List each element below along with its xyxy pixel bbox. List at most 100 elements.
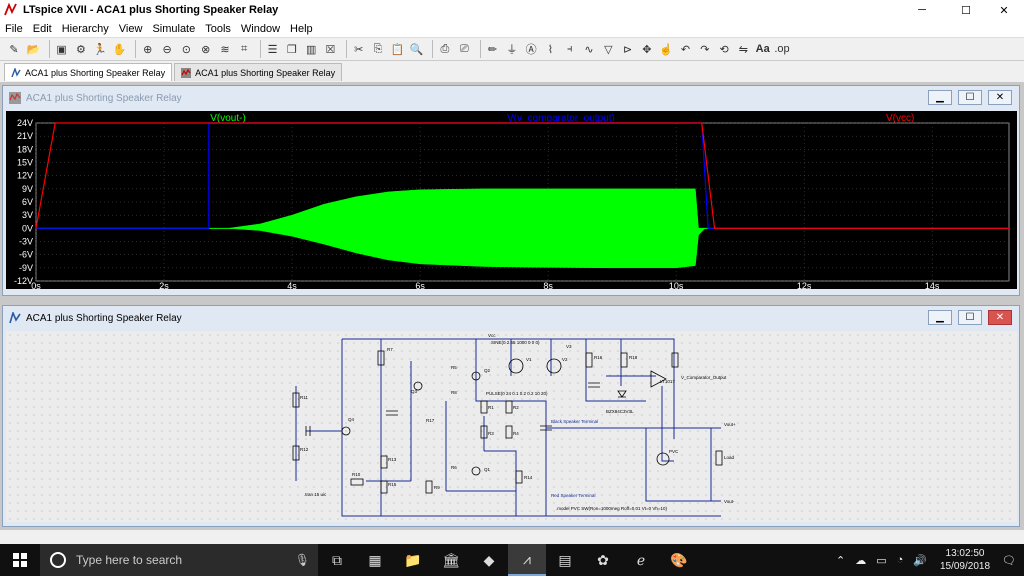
copy-icon[interactable]: ⎘ [373, 42, 383, 55]
menu-hierarchy[interactable]: Hierarchy [61, 22, 109, 35]
label-net-icon[interactable]: Ⓐ [525, 44, 537, 56]
ltspice-taskbar-icon[interactable]: ⩘ [508, 544, 546, 576]
r1-label: R1 [488, 405, 494, 410]
y-tick-label: 0V [22, 223, 33, 233]
redo-icon[interactable]: ↷ [700, 43, 710, 56]
q2-label: Q2 [484, 368, 491, 373]
inductor-icon[interactable]: ∿ [584, 43, 594, 56]
ground-icon[interactable]: ⏚ [506, 44, 518, 56]
transistor-q3 [413, 381, 423, 391]
clock[interactable]: 13:02:50 15/09/2018 [940, 547, 990, 573]
print-icon[interactable]: ⎙ [440, 42, 450, 55]
mirror-icon[interactable]: ⇋ [738, 43, 748, 56]
menu-tools[interactable]: Tools [205, 22, 231, 35]
waveform-close-button[interactable]: ✕ [988, 90, 1012, 105]
schematic-canvas[interactable]: Vcc SINE(0 2.65 1000 0 0 0) V1 V2 V3 PUL… [6, 331, 1017, 522]
wire-icon[interactable]: ✏ [487, 43, 498, 56]
store-icon[interactable]: 🏛 [442, 551, 460, 568]
red-terminal-label: Red Speaker Terminal [551, 493, 595, 498]
black-terminal-label: Black Speaker Terminal [551, 419, 598, 424]
waveform-minimize-button[interactable]: ▁ [928, 90, 952, 105]
source-v1 [508, 358, 524, 374]
cascade-icon[interactable]: ❐ [286, 43, 297, 56]
tab-waveform[interactable]: ACA1 plus Shorting Speaker Relay [174, 63, 343, 81]
capacitor-icon[interactable]: ⫞ [566, 42, 573, 55]
battery-icon[interactable]: ▭ [876, 554, 887, 567]
app-icon-2[interactable]: ◆ [483, 551, 495, 568]
open-folder-icon[interactable]: 📂 [26, 43, 41, 56]
start-button[interactable] [0, 544, 40, 576]
print-preview-icon[interactable]: ⎚ [459, 42, 469, 55]
taskbar-search[interactable]: Type here to search 🎙 [40, 544, 318, 576]
zoom-out-icon[interactable]: ⊖ [162, 43, 172, 56]
resistor-r9 [425, 480, 433, 494]
r17-label: R17 [426, 418, 435, 423]
zoom-cancel-icon[interactable]: ⊗ [201, 43, 211, 56]
transistor-q1 [471, 466, 481, 476]
zoom-in-icon[interactable]: ⊕ [143, 43, 153, 56]
move-icon[interactable]: ✥ [642, 43, 652, 56]
r18-label: R18 [629, 355, 638, 360]
plot-settings-icon[interactable]: ⌗ [241, 42, 248, 55]
save-icon[interactable]: ▣ [56, 43, 67, 56]
r9-label: R9 [434, 485, 440, 490]
close-button[interactable]: ✕ [986, 0, 1022, 20]
rotate-icon[interactable]: ⟲ [719, 43, 729, 56]
model-directive: .model PVC SW(Ron=1000meg Roff=0.01 Vt=0… [556, 506, 667, 511]
run-icon[interactable]: 🏃 [93, 43, 108, 56]
network-icon[interactable]: ◔ [896, 554, 904, 566]
app-icon-1[interactable]: ▦ [368, 551, 382, 568]
title-bar: LTspice XVII - ACA1 plus Shorting Speake… [0, 0, 1024, 20]
app-icon-3[interactable]: ✿ [597, 551, 609, 568]
component-icon[interactable]: ⊳ [623, 43, 633, 56]
schematic-close-button[interactable]: ✕ [988, 310, 1012, 325]
maximize-button[interactable]: ☐ [948, 0, 984, 20]
menu-edit[interactable]: Edit [32, 22, 52, 35]
microphone-icon[interactable]: 🎙 [294, 553, 310, 567]
schematic-drawing[interactable]: Vcc SINE(0 2.65 1000 0 0 0) V1 V2 V3 PUL… [6, 331, 1017, 522]
volume-icon[interactable]: 🔊 [913, 554, 927, 567]
drag-icon[interactable]: ☝ [659, 43, 674, 56]
pan-icon[interactable]: ✋ [112, 43, 127, 56]
new-schematic-icon[interactable]: ✎ [9, 43, 19, 56]
resistor-icon[interactable]: ⌇ [547, 43, 554, 56]
waveform-maximize-button[interactable]: ☐ [958, 90, 982, 105]
menu-window[interactable]: Window [240, 22, 281, 35]
schematic-maximize-button[interactable]: ☐ [958, 310, 982, 325]
x-tick-label: 12s [797, 281, 812, 289]
minimize-button[interactable]: ─ [904, 0, 940, 20]
text-icon[interactable]: Aa [755, 43, 770, 55]
capacitor-c3 [305, 426, 311, 436]
paint-icon[interactable]: 🎨 [670, 551, 688, 568]
autorange-icon[interactable]: ≋ [220, 43, 230, 56]
calculator-icon[interactable]: ▤ [558, 551, 572, 568]
undo-icon[interactable]: ↶ [680, 43, 691, 56]
diode-icon[interactable]: ▽ [604, 43, 613, 56]
chevron-up-icon[interactable]: ⌃ [835, 554, 846, 567]
tile-horizontal-icon[interactable]: ☰ [267, 43, 278, 56]
menu-help[interactable]: Help [290, 22, 313, 35]
schematic-minimize-button[interactable]: ▁ [928, 310, 952, 325]
edge-icon[interactable]: ℯ [636, 551, 646, 568]
spice-directive-icon[interactable]: .op [774, 43, 790, 55]
weather-icon[interactable]: ☁ [855, 554, 867, 567]
tile-vertical-icon[interactable]: ▥ [305, 43, 317, 56]
menu-file[interactable]: File [5, 22, 23, 35]
find-icon[interactable]: 🔍 [409, 43, 424, 56]
menu-view[interactable]: View [118, 22, 143, 35]
tab-schematic[interactable]: ACA1 plus Shorting Speaker Relay [4, 63, 173, 81]
control-panel-icon[interactable]: ⚙ [75, 43, 86, 56]
notification-icon[interactable]: 🗨 [1002, 554, 1016, 567]
paste-icon[interactable]: 📋 [390, 43, 405, 56]
file-explorer-icon[interactable]: 📁 [404, 551, 422, 568]
y-tick-label: 18V [17, 144, 33, 154]
task-view-icon[interactable]: ⧉ [332, 551, 342, 568]
cut-icon[interactable]: ✂ [354, 43, 364, 56]
menu-simulate[interactable]: Simulate [152, 22, 196, 35]
y-tick-label: 9V [22, 184, 33, 194]
y-tick-label: 12V [17, 171, 33, 181]
zoom-fit-icon[interactable]: ⊙ [181, 43, 191, 56]
close-all-icon[interactable]: ☒ [325, 43, 336, 56]
